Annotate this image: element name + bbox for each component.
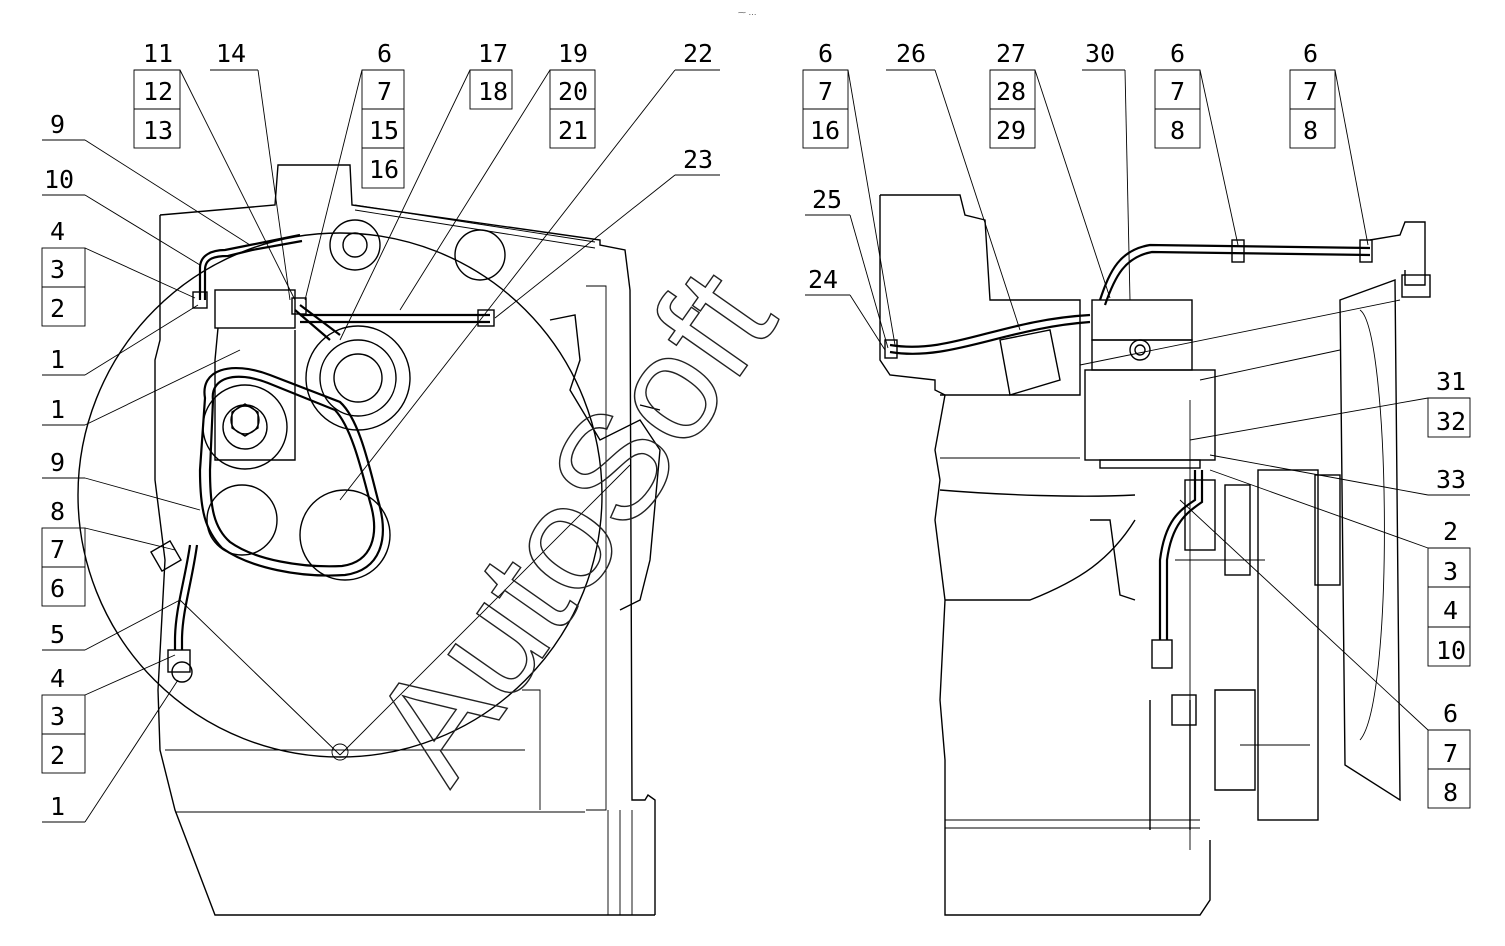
svg-text:26: 26 xyxy=(896,39,926,68)
svg-text:24: 24 xyxy=(808,265,838,294)
svg-text:23: 23 xyxy=(683,145,713,174)
callout-9-bottom: 9 xyxy=(50,448,65,477)
callout-31-32: 31 32 xyxy=(1427,367,1471,438)
svg-text:8: 8 xyxy=(50,497,65,526)
callout-11-12-13: 11 12 13 xyxy=(133,39,181,149)
callout-19-20-21: 19 20 21 xyxy=(549,39,596,149)
callout-23: 23 xyxy=(683,145,713,174)
callout-22: 22 xyxy=(683,39,713,68)
svg-text:9: 9 xyxy=(50,448,65,477)
svg-text:10: 10 xyxy=(1436,636,1466,665)
left-leaders xyxy=(42,69,720,823)
svg-text:2: 2 xyxy=(1443,517,1458,546)
svg-text:25: 25 xyxy=(812,185,842,214)
svg-text:15: 15 xyxy=(369,116,399,145)
right-leaders xyxy=(803,69,1470,731)
svg-text:1: 1 xyxy=(50,792,65,821)
svg-text:7: 7 xyxy=(50,535,65,564)
svg-text:9: 9 xyxy=(50,110,65,139)
svg-text:19: 19 xyxy=(558,39,588,68)
callout-6-7-16: 6 7 16 xyxy=(802,39,849,149)
svg-text:2: 2 xyxy=(50,294,65,323)
svg-text:7: 7 xyxy=(1303,77,1318,106)
callout-6-7-8-a: 6 7 8 xyxy=(1154,39,1201,149)
callout-17-18: 17 18 xyxy=(469,39,513,110)
svg-text:10: 10 xyxy=(44,165,74,194)
svg-text:4: 4 xyxy=(50,664,65,693)
svg-text:1: 1 xyxy=(50,395,65,424)
callout-labels: 11 12 13 14 6 7 15 16 17 18 19 20 21 xyxy=(41,39,1471,821)
svg-text:16: 16 xyxy=(369,155,399,184)
svg-text:20: 20 xyxy=(558,77,588,106)
callout-1-a: 1 xyxy=(50,345,65,374)
callout-9-top: 9 xyxy=(50,110,65,139)
svg-text:21: 21 xyxy=(558,116,588,145)
callout-8-7-6: 8 7 6 xyxy=(41,497,86,607)
svg-text:5: 5 xyxy=(50,620,65,649)
svg-text:6: 6 xyxy=(50,574,65,603)
svg-text:8: 8 xyxy=(1303,116,1318,145)
callout-33: 33 xyxy=(1436,465,1466,494)
svg-text:14: 14 xyxy=(216,39,246,68)
watermark: AutoSoft xyxy=(339,241,807,809)
svg-text:13: 13 xyxy=(143,116,173,145)
svg-text:2: 2 xyxy=(50,741,65,770)
svg-text:7: 7 xyxy=(1443,739,1458,768)
svg-text:3: 3 xyxy=(1443,557,1458,586)
callout-24: 24 xyxy=(808,265,838,294)
top-mark: ⁓ … xyxy=(738,8,757,17)
svg-text:11: 11 xyxy=(143,39,173,68)
callout-4-3-2-top: 4 3 2 xyxy=(41,217,86,327)
callout-4-3-2-bottom: 4 3 2 xyxy=(41,664,86,774)
callout-6-7-8-c: 6 7 8 xyxy=(1427,699,1471,809)
svg-text:30: 30 xyxy=(1085,39,1115,68)
svg-text:7: 7 xyxy=(818,77,833,106)
svg-text:17: 17 xyxy=(478,39,508,68)
svg-text:32: 32 xyxy=(1436,407,1466,436)
svg-text:29: 29 xyxy=(996,116,1026,145)
callout-6-7-15-16: 6 7 15 16 xyxy=(361,39,405,189)
svg-text:4: 4 xyxy=(1443,596,1458,625)
svg-text:3: 3 xyxy=(50,255,65,284)
callout-10: 10 xyxy=(44,165,74,194)
svg-text:8: 8 xyxy=(1443,778,1458,807)
svg-text:3: 3 xyxy=(50,702,65,731)
callout-30: 30 xyxy=(1085,39,1115,68)
svg-text:4: 4 xyxy=(50,217,65,246)
svg-text:6: 6 xyxy=(377,39,392,68)
left-view xyxy=(77,164,661,916)
svg-text:12: 12 xyxy=(143,77,173,106)
callout-26: 26 xyxy=(896,39,926,68)
svg-text:27: 27 xyxy=(996,39,1026,68)
svg-text:28: 28 xyxy=(996,77,1026,106)
callout-27-28-29: 27 28 29 xyxy=(989,39,1036,149)
svg-text:6: 6 xyxy=(1170,39,1185,68)
right-view xyxy=(879,194,1431,916)
svg-text:6: 6 xyxy=(1443,699,1458,728)
svg-text:7: 7 xyxy=(377,77,392,106)
svg-text:16: 16 xyxy=(810,116,840,145)
callout-1-c: 1 xyxy=(50,792,65,821)
callout-14: 14 xyxy=(216,39,246,68)
svg-text:22: 22 xyxy=(683,39,713,68)
callout-25: 25 xyxy=(812,185,842,214)
callout-1-b: 1 xyxy=(50,395,65,424)
svg-text:6: 6 xyxy=(818,39,833,68)
svg-text:7: 7 xyxy=(1170,77,1185,106)
callout-2-3-4-10: 2 3 4 10 xyxy=(1427,517,1471,667)
svg-text:18: 18 xyxy=(478,77,508,106)
callout-5: 5 xyxy=(50,620,65,649)
svg-text:8: 8 xyxy=(1170,116,1185,145)
callout-6-7-8-b: 6 7 8 xyxy=(1289,39,1336,149)
svg-text:6: 6 xyxy=(1303,39,1318,68)
svg-text:31: 31 xyxy=(1436,367,1466,396)
svg-text:1: 1 xyxy=(50,345,65,374)
svg-text:33: 33 xyxy=(1436,465,1466,494)
